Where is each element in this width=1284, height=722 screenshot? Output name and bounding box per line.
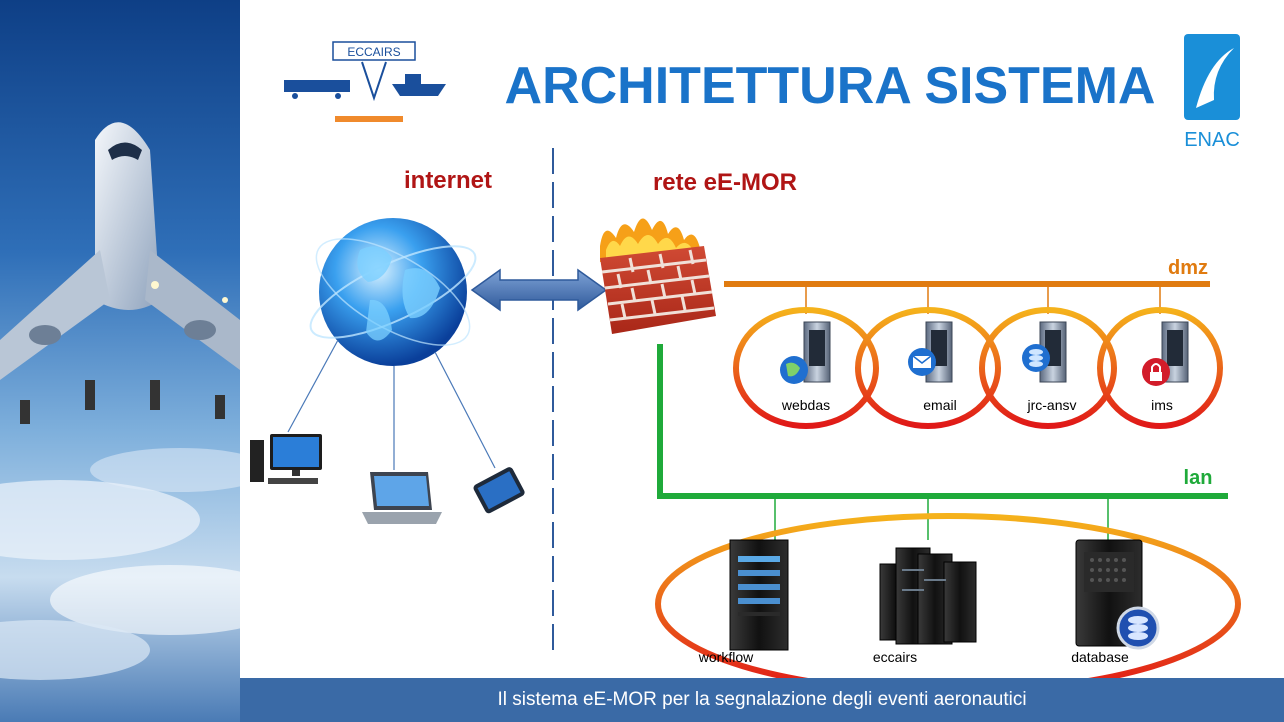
dmz-server-label: ims (1151, 397, 1173, 413)
dmz-server-label: email (923, 397, 956, 413)
server-icon (879, 547, 977, 645)
server-icon (780, 321, 831, 384)
server-icon (729, 539, 789, 651)
firewall-icon (600, 218, 716, 334)
dmz-server-label: webdas (781, 397, 830, 413)
enac-logo-text: ENAC (1184, 129, 1240, 151)
desktop-icon (250, 434, 322, 484)
lan-server-label: eccairs (873, 649, 917, 665)
eccairs-logo: ECCAIRS (284, 41, 446, 122)
link-desktop (287, 339, 339, 433)
globe-icon (309, 218, 477, 366)
dmz-label: dmz (1168, 257, 1208, 279)
page-title: ARCHITETTURA SISTEMA (505, 57, 1156, 115)
lan-label: lan (1184, 467, 1213, 489)
airplane-photo (0, 0, 240, 722)
dmz-server-label: jrc-ansv (1026, 397, 1076, 413)
server-ring-email (855, 307, 1001, 429)
server-icon (1142, 321, 1189, 386)
footer-text: Il sistema eE-MOR per la segnalazione de… (497, 689, 1027, 710)
lan-server-label: workflow (698, 649, 754, 665)
link-tablet (434, 351, 496, 469)
zone-label-emor: rete eE-MOR (653, 169, 797, 196)
zone-label-internet: internet (404, 167, 492, 194)
internet-link-arrow (470, 268, 608, 312)
eccairs-logo-text: ECCAIRS (347, 45, 400, 59)
server-icon (1075, 539, 1160, 650)
footer-bar: Il sistema eE-MOR per la segnalazione de… (240, 678, 1284, 722)
tablet-icon (473, 467, 525, 514)
enac-logo: ENAC (1184, 34, 1240, 151)
server-icon (908, 321, 953, 383)
laptop-icon (362, 472, 442, 524)
lan-network-line (657, 344, 1228, 499)
server-ring-jrc-ansv (979, 307, 1117, 429)
server-ring-ims (1097, 307, 1223, 429)
server-ring-webdas (733, 307, 879, 429)
lan-server-label: database (1071, 649, 1129, 665)
server-icon (1022, 321, 1067, 383)
